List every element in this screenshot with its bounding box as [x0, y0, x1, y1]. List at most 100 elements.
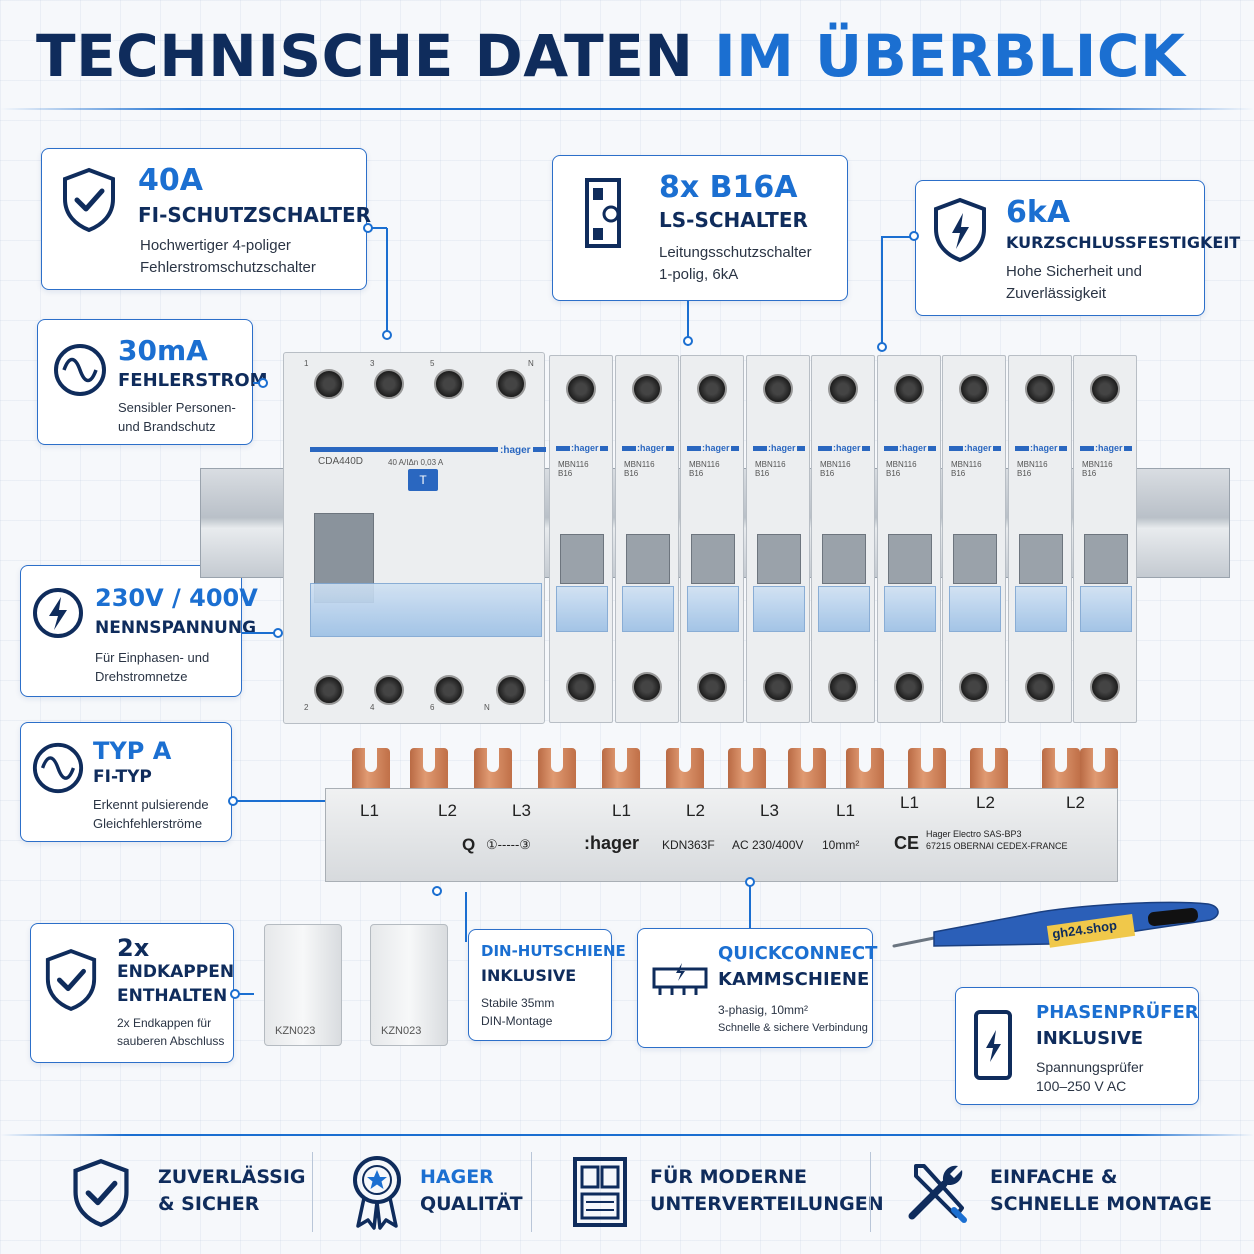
mcb-rating: B16: [1082, 469, 1097, 478]
mcb-window: [884, 586, 936, 632]
mcb-rating: B16: [689, 469, 704, 478]
page-title: TECHNISCHE DATEN IM ÜBERBLICK: [36, 22, 1185, 90]
terminal-label: N: [528, 359, 534, 368]
mcb-lever: [691, 534, 735, 584]
terminal-screw: [374, 675, 404, 705]
terminal-screw: [697, 672, 727, 702]
phase-title-1: PHASENPRÜFER: [1036, 1002, 1199, 1023]
caps-title-2: ENTHALTEN: [117, 986, 228, 1006]
shield-check-icon: [45, 948, 97, 1012]
connector-dot: [909, 231, 919, 241]
mcb-lever: [953, 534, 997, 584]
terminal-screw: [632, 672, 662, 702]
phase-label: L1: [612, 801, 631, 820]
rcd-test-label: T: [419, 473, 427, 487]
phase-label: L2: [1066, 793, 1085, 812]
feature-2-line-2: QUALITÄT: [420, 1193, 523, 1215]
rcd-rating: 40 A/IΔn 0,03 A: [388, 458, 444, 467]
terminal-screw: [763, 672, 793, 702]
typ-title: FI-TYP: [93, 767, 152, 787]
ls-desc-1: Leitungsschutzschalter: [659, 244, 812, 261]
terminal-screw: [959, 374, 989, 404]
mcb-brand: :hager: [832, 443, 862, 453]
feature-1-line-1: ZUVERLÄSSIG: [158, 1166, 306, 1188]
terminal-screw: [1025, 672, 1055, 702]
mcb-lever: [626, 534, 670, 584]
connector-line: [881, 236, 883, 344]
rcd-window: [310, 583, 542, 637]
terminal-screw: [1090, 672, 1120, 702]
mcb-rating: B16: [951, 469, 966, 478]
mcb-model: MBN116: [558, 460, 589, 469]
busbar-pin: [970, 748, 1008, 792]
rcd-brand: :hager: [498, 445, 533, 456]
connector-line: [242, 632, 278, 634]
volt-title: NENNSPANNUNG: [95, 618, 257, 638]
volt-desc-2: Drehstromnetze: [95, 669, 188, 684]
mcb-brand: :hager: [963, 443, 993, 453]
connector-dot: [683, 336, 693, 346]
sine-wave-icon: [32, 742, 84, 794]
din-title-1: DIN-HUTSCHIENE: [481, 942, 626, 960]
feature-1-line-2: & SICHER: [158, 1193, 260, 1215]
card-fi-typ: TYP A FI-TYP Erkennt pulsierende Gleichf…: [20, 722, 232, 842]
fi-desc-2: Fehlerstromschutzschalter: [140, 259, 316, 276]
volt-desc-1: Für Einphasen- und: [95, 650, 210, 665]
busbar-pin: [846, 748, 884, 792]
typ-desc-2: Gleichfehlerströme: [93, 816, 203, 831]
busbar-maker-2: 67215 OBERNAI CEDEX-FRANCE: [926, 841, 1068, 851]
terminal-screw: [434, 675, 464, 705]
phase-label: L1: [900, 793, 919, 812]
card-nennspannung: 230V / 400V NENNSPANNUNG Für Einphasen- …: [20, 565, 258, 697]
mcb-rating: B16: [624, 469, 639, 478]
mcb-rating: B16: [820, 469, 835, 478]
busbar-pin: [538, 748, 576, 792]
phase-desc-1: Spannungsprüfer: [1036, 1059, 1144, 1075]
terminal-screw: [496, 675, 526, 705]
busbar-pin: [788, 748, 826, 792]
caps-desc-1: 2x Endkappen für: [117, 1016, 212, 1030]
din-desc-2: DIN-Montage: [481, 1014, 553, 1028]
busbar-pin: [474, 748, 512, 792]
terminal-screw: [566, 374, 596, 404]
connector-line: [367, 227, 387, 229]
card-phasenpruefer: PHASENPRÜFER INKLUSIVE Spannungsprüfer 1…: [955, 987, 1199, 1105]
endcap: KZN023: [370, 924, 448, 1046]
busbar-model: KDN363F: [662, 838, 715, 852]
terminal-screw: [632, 374, 662, 404]
mcb-lever: [1019, 534, 1063, 584]
terminal-screw: [828, 672, 858, 702]
busbar-code: Q: [462, 835, 476, 854]
mcb-window: [753, 586, 805, 632]
busbar-voltage: AC 230/400V: [732, 838, 804, 852]
connector-dot: [228, 796, 238, 806]
mcb-rating: B16: [558, 469, 573, 478]
terminal-label: 5: [430, 359, 435, 368]
din-title-2: INKLUSIVE: [481, 966, 577, 985]
breaker-icon: [585, 178, 621, 248]
mcb-model: MBN116: [689, 460, 720, 469]
qc-title-2: KAMMSCHIENE: [718, 969, 870, 990]
connector-line: [687, 301, 689, 339]
phase-label: L2: [438, 801, 457, 820]
ka-title: KURZSCHLUSSFESTIGKEIT: [1006, 233, 1241, 252]
terminal-screw: [959, 672, 989, 702]
terminal-label: 2: [304, 703, 309, 712]
mcb-window: [687, 586, 739, 632]
mcb-lever: [888, 534, 932, 584]
mcb-window: [622, 586, 674, 632]
terminal-label: 6: [430, 703, 435, 712]
feature-separator: [870, 1152, 871, 1232]
phase-desc-2: 100–250 V AC: [1036, 1078, 1127, 1094]
mcb-brand: :hager: [767, 443, 797, 453]
ka-value: 6kA: [1006, 195, 1071, 230]
mcb-window: [1015, 586, 1067, 632]
ma-desc-2: und Brandschutz: [118, 419, 216, 434]
mcb-model: MBN116: [755, 460, 786, 469]
phase-label: L2: [976, 793, 995, 812]
